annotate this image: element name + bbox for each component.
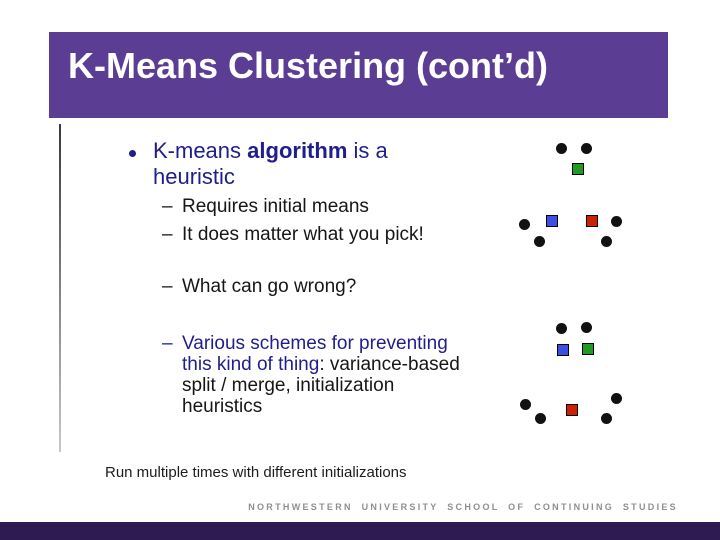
main-bullet-text: K-means algorithm is a heuristic <box>153 138 473 190</box>
bottom-accent-bar <box>0 522 720 540</box>
main-line1-pre: K-means <box>153 138 248 163</box>
main-bullet-line2: heuristic <box>153 164 235 189</box>
schemes-line2-black: : variance-based <box>319 354 460 375</box>
schemes-line4: heuristics <box>182 396 263 417</box>
sub-bullet-text: Requires initial means <box>182 196 369 217</box>
schemes-line3: split / merge, initialization <box>182 375 395 396</box>
data-point-dot <box>610 215 622 227</box>
cluster-mean-square-green-mean <box>571 162 584 175</box>
data-point-dot <box>555 322 567 334</box>
cluster-mean-square-red-mean <box>565 403 578 416</box>
content-left-border <box>59 124 61 452</box>
data-point-dot <box>580 321 592 333</box>
sub-bullet-matter: – It does matter what you pick! <box>162 224 424 246</box>
bullet-marker <box>129 150 136 157</box>
dash-bullet: – <box>162 276 173 297</box>
sub-bullet-text: What can go wrong? <box>182 276 357 297</box>
data-point-dot <box>519 398 531 410</box>
note-run-multiple: Run multiple times with different initia… <box>105 464 407 481</box>
slide-title-bar: K-Means Clustering (cont’d) <box>49 32 668 118</box>
cluster-mean-square-blue-mean <box>556 343 569 356</box>
data-point-dot <box>600 235 612 247</box>
cluster-mean-square-blue-mean <box>545 214 558 227</box>
sub-bullet-text: It does matter what you pick! <box>182 224 424 245</box>
data-point-dot <box>610 392 622 404</box>
slide-title: K-Means Clustering (cont’d) <box>68 45 549 86</box>
schemes-line1: Various schemes for preventing <box>182 333 448 354</box>
schemes-line2: this kind of thing: variance-based <box>182 354 460 375</box>
footer-branding: NORTHWESTERN UNIVERSITY SCHOOL OF CONTIN… <box>248 502 678 512</box>
sub-bullet-text: Various schemes for preventing this kind… <box>182 333 460 417</box>
data-point-dot <box>533 235 545 247</box>
cluster-mean-square-green-mean <box>581 342 594 355</box>
sub-bullet-requires: – Requires initial means <box>162 196 369 218</box>
schemes-line2-navy: this kind of thing <box>182 354 320 375</box>
sub-bullet-schemes: – Various schemes for preventing this ki… <box>162 333 460 417</box>
data-point-dot <box>600 412 612 424</box>
data-point-dot <box>555 142 567 154</box>
dash-bullet: – <box>162 196 173 217</box>
sub-bullet-wrong: – What can go wrong? <box>162 276 356 298</box>
dash-bullet: – <box>162 333 173 354</box>
main-line1-bold: algorithm <box>247 138 348 163</box>
main-line1-post: is a <box>347 138 388 163</box>
main-bullet-line1: K-means algorithm is a <box>153 138 473 164</box>
data-point-dot <box>534 412 546 424</box>
data-point-dot <box>518 218 530 230</box>
data-point-dot <box>580 142 592 154</box>
dash-bullet: – <box>162 224 173 245</box>
cluster-mean-square-red-mean <box>585 214 598 227</box>
